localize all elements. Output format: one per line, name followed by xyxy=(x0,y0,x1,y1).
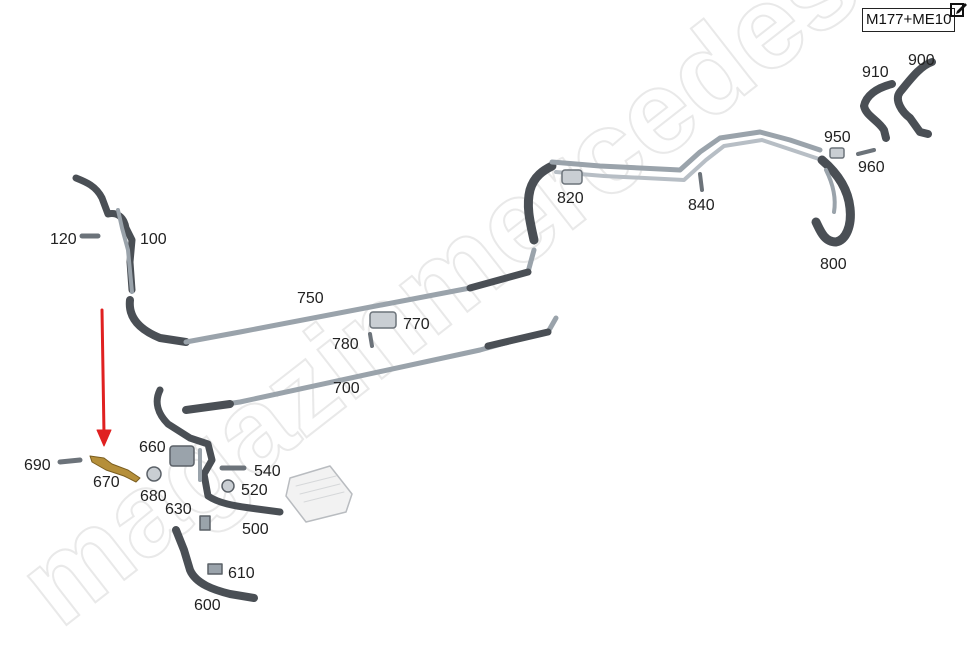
part-label-500[interactable]: 500 xyxy=(242,521,269,538)
part-960-bolt[interactable] xyxy=(856,148,876,156)
part-label-100[interactable]: 100 xyxy=(140,231,167,248)
part-label-950[interactable]: 950 xyxy=(824,129,851,146)
part-label-840[interactable]: 840 xyxy=(688,197,715,214)
part-950-clip[interactable] xyxy=(829,147,845,159)
edit-icon[interactable] xyxy=(950,0,968,18)
part-690-bolt[interactable] xyxy=(57,457,83,465)
part-label-800[interactable]: 800 xyxy=(820,256,847,273)
part-820-clip[interactable] xyxy=(561,169,583,185)
model-code-label: M177+ME10 xyxy=(862,8,956,32)
part-label-520[interactable]: 520 xyxy=(241,482,268,499)
part-750-pipe[interactable] xyxy=(183,129,824,345)
part-910-hose[interactable] xyxy=(860,80,896,142)
part-900-hose[interactable] xyxy=(893,58,936,138)
part-660-valve[interactable] xyxy=(169,445,195,467)
part-label-910[interactable]: 910 xyxy=(862,64,889,81)
part-label-960[interactable]: 960 xyxy=(858,159,885,176)
part-label-900[interactable]: 900 xyxy=(908,52,935,69)
part-630-bolt[interactable] xyxy=(199,515,211,531)
part-780-bolt[interactable] xyxy=(368,332,374,348)
part-680-nut[interactable] xyxy=(146,466,162,482)
part-label-540[interactable]: 540 xyxy=(254,463,281,480)
part-600-hose[interactable] xyxy=(172,526,258,602)
part-520-ring[interactable] xyxy=(221,479,235,493)
part-label-680[interactable]: 680 xyxy=(140,488,167,505)
part-label-630[interactable]: 630 xyxy=(165,501,192,518)
part-label-750[interactable]: 750 xyxy=(297,290,324,307)
part-label-700[interactable]: 700 xyxy=(333,380,360,397)
red-arrow-icon xyxy=(96,308,112,447)
part-label-660[interactable]: 660 xyxy=(139,439,166,456)
part-840-bolt[interactable] xyxy=(698,172,704,192)
part-800-hose[interactable] xyxy=(811,155,855,247)
part-100-hose[interactable] xyxy=(72,174,190,346)
oil-cooler[interactable] xyxy=(285,465,353,523)
part-label-770[interactable]: 770 xyxy=(403,316,430,333)
part-label-120[interactable]: 120 xyxy=(50,231,77,248)
part-label-600[interactable]: 600 xyxy=(194,597,221,614)
part-700-pipe[interactable] xyxy=(182,315,559,414)
part-610-clip[interactable] xyxy=(207,563,223,575)
part-label-780[interactable]: 780 xyxy=(332,336,359,353)
part-770-clip[interactable] xyxy=(369,311,397,329)
part-500-hose[interactable] xyxy=(153,386,284,516)
part-label-690[interactable]: 690 xyxy=(24,457,51,474)
part-label-670[interactable]: 670 xyxy=(93,474,120,491)
part-670-bracket[interactable] xyxy=(89,455,141,483)
part-label-820[interactable]: 820 xyxy=(557,190,584,207)
part-label-610[interactable]: 610 xyxy=(228,565,255,582)
